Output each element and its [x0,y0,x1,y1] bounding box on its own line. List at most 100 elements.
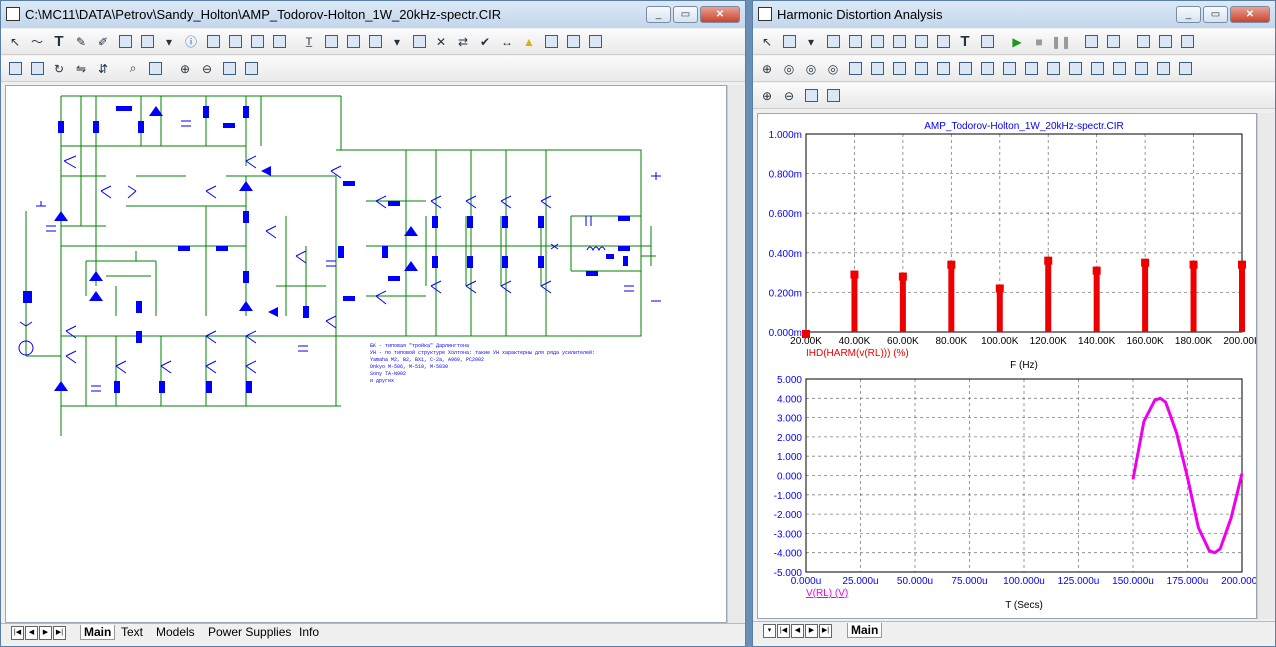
table-icon-2[interactable] [1155,32,1175,52]
graph-icon-2[interactable] [845,32,865,52]
wire-icon[interactable]: 〜 [30,35,43,49]
warning-triangle-icon[interactable]: ▲ [523,34,535,49]
valley-icon[interactable] [867,59,887,79]
grid-dropdown-icon[interactable]: ▾ [393,34,401,49]
analysis-zoom-out-icon[interactable]: ⊖ [783,88,795,103]
stop-icon[interactable]: ■ [1035,34,1043,49]
pan-icon-1[interactable] [801,86,821,106]
analysis-close-button[interactable]: ✕ [1230,6,1270,23]
cursor-icon-3[interactable]: ◎ [827,61,839,76]
analysis-text-icon[interactable]: T [960,33,970,50]
prev-point-icon[interactable] [1087,59,1107,79]
prev-page-icon[interactable]: ◀ [25,626,38,640]
low-icon[interactable] [911,59,931,79]
mirror-icon[interactable]: ⇋ [75,61,87,76]
table-icon-3[interactable] [1177,32,1197,52]
last-page-icon[interactable]: ▶| [53,626,66,640]
dropdown-icon[interactable]: ▾ [165,34,173,49]
fit-icon-1[interactable] [1153,59,1173,79]
analysis-maximize-button[interactable]: ▭ [1203,6,1228,23]
bidirectional-icon[interactable]: ↔ [501,34,513,49]
page-icon[interactable] [541,32,561,52]
high-icon[interactable] [889,59,909,79]
analysis-vertical-scrollbar[interactable] [1257,113,1274,619]
global-high-icon[interactable] [955,59,975,79]
pin-connections-icon[interactable] [365,32,385,52]
analysis-next-page-icon[interactable]: ▶ [805,624,818,638]
next-point-icon[interactable] [1065,59,1085,79]
window-icon[interactable] [563,32,583,52]
graph-icon-5[interactable] [911,32,931,52]
pan-icon-2[interactable] [823,86,843,106]
arrows-icon[interactable]: ⇄ [457,34,469,49]
zoom-out-icon[interactable]: ⊖ [201,61,213,76]
analysis-prev-page-icon[interactable]: ◀ [791,624,804,638]
toolbox-icon[interactable] [585,32,605,52]
print-icon[interactable] [241,59,261,79]
next-page-icon[interactable]: ▶ [39,626,52,640]
inflection-icon[interactable] [933,59,953,79]
schematic-vertical-scrollbar[interactable] [727,85,744,623]
component-icon[interactable] [115,32,135,52]
clipboard-dropdown-icon[interactable] [1109,59,1129,79]
text-tool-icon[interactable]: T [54,33,64,50]
tab-models[interactable]: Models [156,625,195,639]
tab-main[interactable]: Main [80,625,116,640]
schematic-canvas[interactable]: БК - типовая "тройка" Дарлингтона УН - п… [5,85,727,623]
analysis-titlebar[interactable]: Harmonic Distortion Analysis _ ▭ ✕ [753,1,1275,28]
cursor-icon-2[interactable]: ◎ [805,61,817,76]
analysis-scroll-icon[interactable]: ▾ [763,624,776,638]
node-numbers-icon[interactable] [321,32,341,52]
zoom-fit-icon[interactable] [219,59,239,79]
analysis-minimize-button[interactable]: _ [1176,6,1201,23]
find-icon[interactable]: ⌕ [129,61,137,75]
flip-icon[interactable]: ⇵ [97,61,109,76]
analysis-probe-icon[interactable] [779,32,799,52]
pause-icon[interactable]: ❚❚ [1050,34,1072,49]
analysis-dropdown-icon[interactable]: ▾ [807,34,815,49]
select-arrow-icon[interactable]: ↖ [9,34,21,49]
tab-text[interactable]: Text [121,625,144,639]
global-low-icon[interactable] [977,59,997,79]
graph-icon-3[interactable] [867,32,887,52]
pencil-icon[interactable]: ✐ [97,34,109,49]
zoom-region-icon[interactable]: ⊕ [761,61,773,76]
minimize-button[interactable]: _ [646,6,671,23]
check-icon[interactable]: ✔ [479,34,491,49]
rotate-icon[interactable]: ↻ [53,61,65,76]
table-icon-1[interactable] [1133,32,1153,52]
analysis-zoom-in-icon[interactable]: ⊕ [761,88,773,103]
autoscale-icon[interactable] [1103,32,1123,52]
analysis-last-page-icon[interactable]: ▶| [819,624,832,638]
graph-icon-1[interactable] [823,32,843,52]
scale-icon[interactable] [1081,32,1101,52]
run-icon[interactable]: ▶ [1012,34,1022,49]
info-icon[interactable]: ⓘ [184,35,197,49]
properties-icon[interactable] [225,32,245,52]
cross-icon[interactable]: ✕ [435,34,447,49]
tab-info[interactable]: Info [299,625,320,639]
cursor-icon-1[interactable]: ◎ [783,61,795,76]
top-icon[interactable] [999,59,1019,79]
analysis-tab-main[interactable]: Main [847,623,883,638]
schematic-titlebar[interactable]: C:\MC11\DATA\Petrov\Sandy_Holton\AMP_Tod… [1,1,745,28]
box-icon[interactable] [27,59,47,79]
clipboard-icon[interactable] [145,59,165,79]
node-voltages-icon[interactable] [343,32,363,52]
rubberband-icon[interactable] [409,32,429,52]
analysis-select-icon[interactable]: ↖ [761,34,773,49]
fit-icon-2[interactable] [1175,59,1195,79]
graph-icon-4[interactable] [889,32,909,52]
bottom-icon[interactable] [1021,59,1041,79]
tab-power-supplies[interactable]: Power Supplies [208,625,292,639]
zoom-in-icon[interactable]: ⊕ [179,61,191,76]
select-region-icon[interactable] [5,59,25,79]
list-icon[interactable] [1131,59,1151,79]
analysis-toolbox-icon[interactable] [977,32,997,52]
analysis-first-page-icon[interactable]: |◀ [777,624,790,638]
slope-icon[interactable] [1043,59,1063,79]
attribute-text-icon[interactable]: T̲ [305,35,313,48]
formula-icon[interactable] [933,32,953,52]
help-icon[interactable] [203,32,223,52]
